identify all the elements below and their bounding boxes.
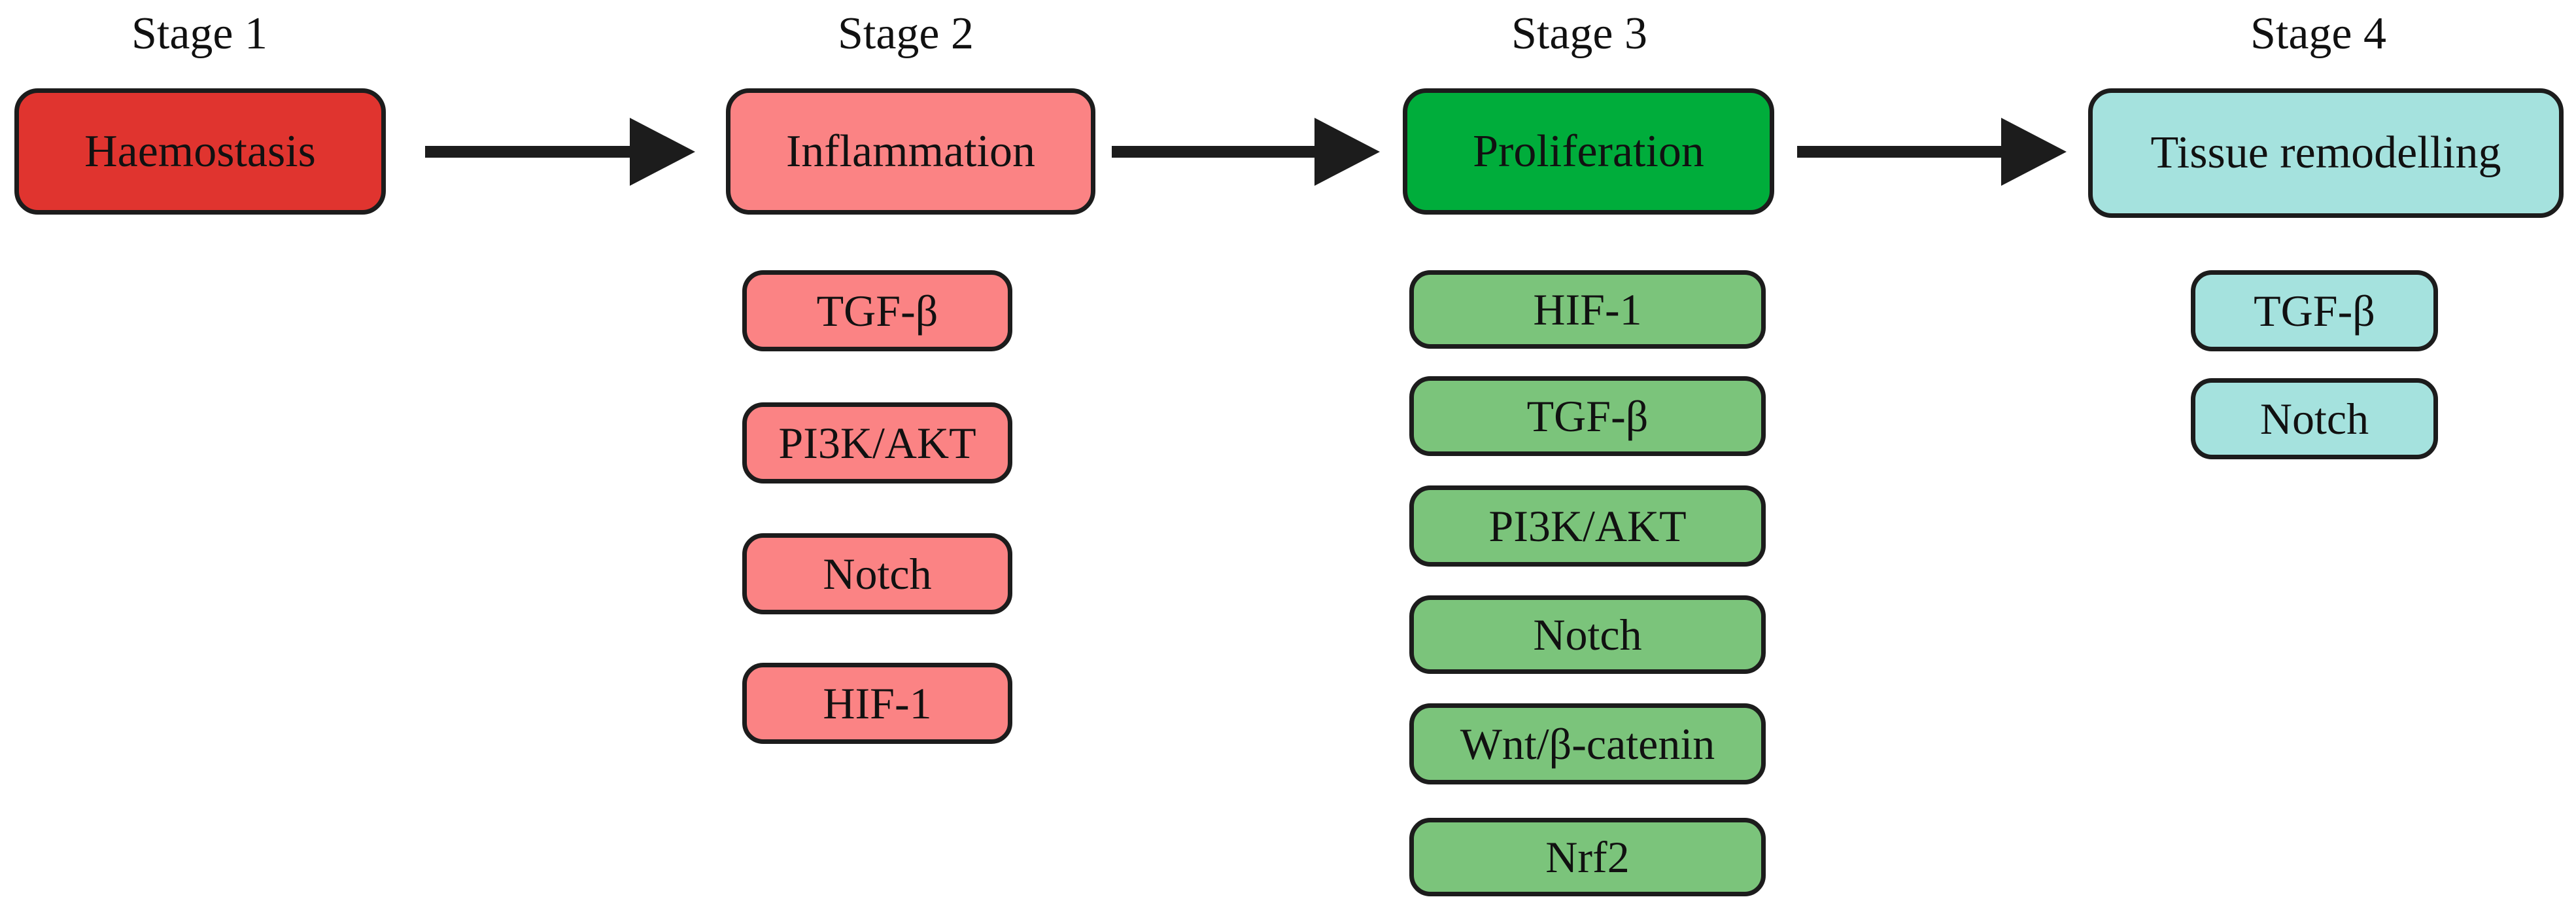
stage-3-pathway-pi3k-akt: PI3K/AKT — [1409, 485, 1766, 567]
stage-2-pathway-pi3k-akt: PI3K/AKT — [742, 402, 1012, 483]
stage-1-title: Stage 1 — [131, 9, 268, 59]
arrow-stage3-to-stage4 — [1797, 118, 2067, 186]
stage-3-pathway-tgf-beta: TGF-β — [1409, 376, 1766, 456]
stage-3-pathway-wnt-beta-catenin: Wnt/β-catenin — [1409, 703, 1766, 784]
stage-4-pathway-tgf-beta: TGF-β — [2191, 270, 2438, 351]
stage-3-pathway-notch: Notch — [1409, 595, 1766, 674]
stage-4-title: Stage 4 — [2250, 9, 2387, 59]
stage-2-pathway-tgf-beta: TGF-β — [742, 270, 1012, 351]
stage-3-title: Stage 3 — [1511, 9, 1648, 59]
stage-2-pathway-hif-1: HIF-1 — [742, 663, 1012, 744]
stage-3-pathway-nrf2: Nrf2 — [1409, 818, 1766, 896]
stage-4-pathway-notch: Notch — [2191, 378, 2438, 459]
stage-2-box: Inflammation — [726, 88, 1095, 215]
stage-3-box: Proliferation — [1403, 88, 1774, 215]
arrow-stage2-to-stage3 — [1112, 118, 1380, 186]
stage-4-box: Tissue remodelling — [2088, 88, 2564, 218]
stage-2-pathway-notch: Notch — [742, 533, 1012, 614]
arrow-stage1-to-stage2 — [425, 118, 695, 186]
stage-2-title: Stage 2 — [837, 9, 974, 59]
stage-3-pathway-hif-1: HIF-1 — [1409, 270, 1766, 349]
stage-1-box: Haemostasis — [14, 88, 386, 215]
